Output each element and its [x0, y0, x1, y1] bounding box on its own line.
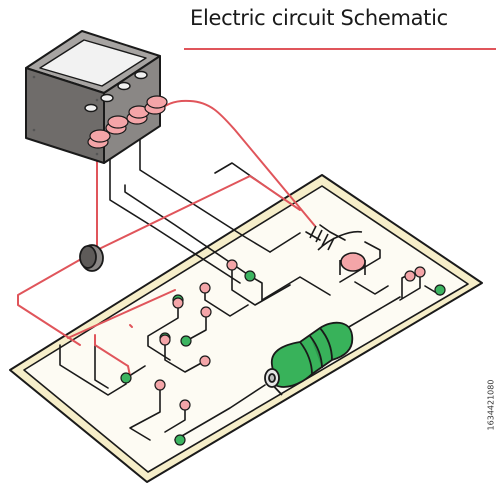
wire-inner-drop [94, 334, 131, 377]
battery-terminal-4 [134, 70, 148, 80]
battery-top-inner [39, 39, 147, 87]
resistor-body [270, 321, 354, 388]
node-green [174, 434, 186, 446]
node-pink [404, 270, 416, 282]
node-pink [179, 399, 191, 411]
node-pink [199, 282, 211, 294]
coil-4 [144, 95, 168, 115]
capacitor [309, 225, 363, 251]
node-green [434, 284, 446, 296]
node-pink [159, 334, 171, 346]
diagram-title: Electric circuit Schematic [190, 6, 448, 30]
node-green [244, 270, 256, 282]
coil-2 [105, 115, 129, 135]
node-pink [154, 379, 166, 391]
wire-inner-left [67, 289, 176, 339]
resistor-component [264, 321, 354, 396]
coil-1 [87, 129, 111, 149]
circuit-nodes [120, 259, 446, 446]
battery-terminal-3 [117, 81, 131, 91]
battery-terminal-1 [84, 103, 98, 113]
title-underline [184, 48, 496, 50]
node-pink [200, 306, 212, 318]
battery-terminal-2 [100, 93, 114, 103]
node-pink [199, 355, 211, 367]
node-pink [226, 259, 238, 271]
wire-segment [129, 324, 133, 328]
led-component [339, 252, 366, 275]
wire-to-board-left [17, 144, 98, 346]
wire-upper [96, 175, 301, 251]
node-green [180, 335, 192, 347]
coil-3 [126, 105, 150, 125]
circuit-board [9, 174, 483, 483]
ferrite-bead [79, 244, 104, 272]
node-green [120, 372, 132, 384]
node-pink [414, 266, 426, 278]
node-pink [172, 297, 184, 309]
terminal-coils [87, 95, 168, 149]
